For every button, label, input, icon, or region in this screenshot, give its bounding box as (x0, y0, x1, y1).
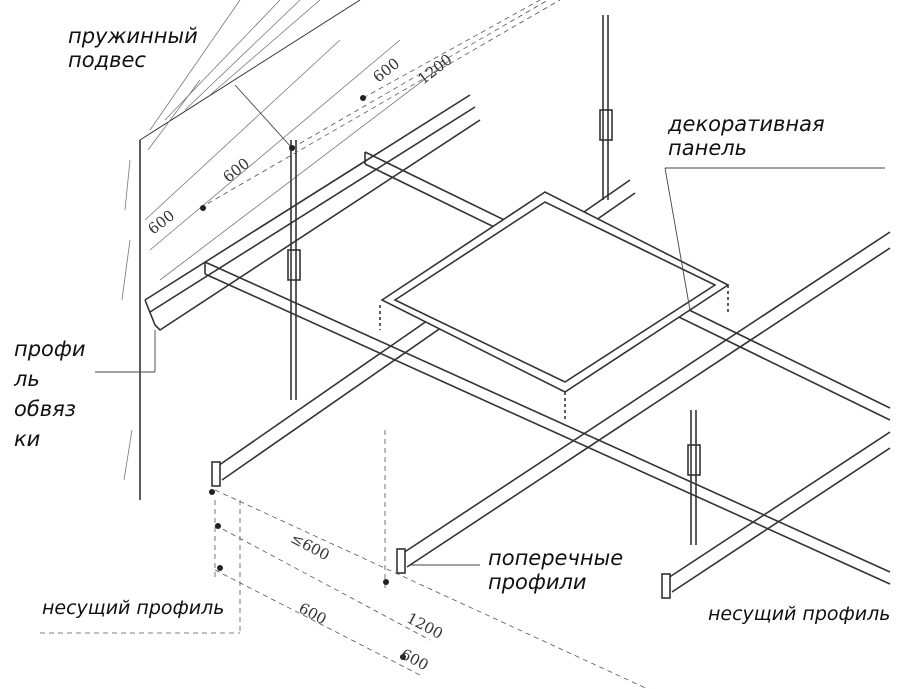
decorative-panel (379, 191, 730, 420)
leader-lines (95, 84, 885, 566)
dimension-lines (40, 0, 649, 689)
label-line: подвес (68, 48, 146, 72)
bearing-profile (661, 431, 891, 599)
label-line: обвяз (14, 397, 76, 421)
label-line: профи (14, 337, 86, 361)
label-line: декоративная (668, 112, 825, 136)
spring-hanger (287, 140, 301, 400)
spring-hanger (599, 15, 613, 200)
decorative-panel-label: декоративная панель (668, 112, 825, 160)
edge-profile (144, 94, 481, 332)
dimension-points (200, 95, 406, 660)
label-line: ки (14, 427, 41, 451)
wall (121, 0, 451, 500)
label-line: панель (668, 136, 748, 160)
bearing-profile-left-label: несущий профиль (42, 597, 225, 619)
spring-hanger (687, 410, 701, 545)
label-line: поперечные (488, 546, 624, 570)
cross-profiles-label: поперечные профили (488, 546, 623, 594)
cross-profile (204, 261, 891, 585)
label-line: ль (14, 367, 40, 391)
bearing-profile-right-label: несущий профиль (708, 603, 891, 625)
bearing-profile (396, 231, 891, 574)
spring-hanger-label: пружинный подвес (68, 24, 198, 72)
label-line: профили (488, 570, 587, 594)
edge-profile-label: профи ль обвяз ки (14, 334, 86, 454)
label-line: пружинный (68, 24, 198, 48)
